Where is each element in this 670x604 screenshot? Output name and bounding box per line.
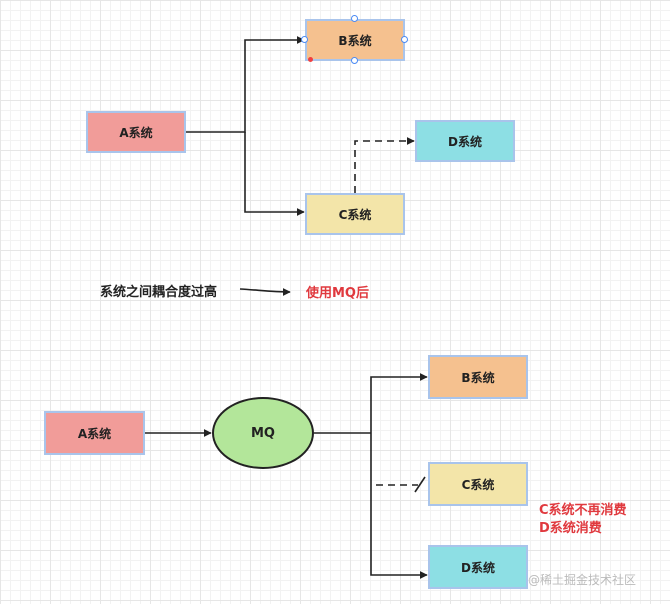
bottom-node-a-label: A系统 <box>77 426 112 441</box>
selection-handle-right[interactable] <box>401 36 408 43</box>
coupling-label: 系统之间耦合度过高 <box>100 285 218 300</box>
mq-node[interactable]: MQ <box>212 397 314 469</box>
after-mq-label: 使用MQ后 <box>306 286 369 301</box>
top-node-c-label: C系统 <box>338 207 372 222</box>
bottom-node-d-label: D系统 <box>461 560 495 575</box>
dashed-arrow-c-to-d <box>354 137 415 193</box>
top-node-c[interactable]: C系统 <box>305 193 405 235</box>
watermark: @稀土掘金技术社区 <box>528 573 637 587</box>
bottom-node-b-label: B系统 <box>461 370 495 385</box>
top-node-d[interactable]: D系统 <box>415 120 515 162</box>
bottom-node-c[interactable]: C系统 <box>428 462 528 506</box>
arrow-coupling-to-mq <box>239 287 291 296</box>
arrow-a-to-c <box>244 132 305 216</box>
mq-node-label: MQ <box>251 425 275 441</box>
note-line-1: C系统不再消费 <box>539 503 627 518</box>
arrow-mq-to-d <box>370 433 428 579</box>
top-node-b-label: B系统 <box>338 33 372 48</box>
bottom-node-c-label: C系统 <box>461 477 495 492</box>
rotate-handle-dot[interactable] <box>308 57 313 62</box>
bottom-node-a[interactable]: A系统 <box>44 411 145 455</box>
cut-mark-c <box>414 476 426 493</box>
arrow-a-to-b <box>186 36 305 133</box>
bottom-node-b[interactable]: B系统 <box>428 355 528 399</box>
note-line-2: D系统消费 <box>539 521 602 536</box>
bottom-node-d[interactable]: D系统 <box>428 545 528 589</box>
selection-handle-left[interactable] <box>301 36 308 43</box>
top-node-a-label: A系统 <box>119 125 153 140</box>
selection-handle-bottom[interactable] <box>351 57 358 64</box>
top-node-a[interactable]: A系统 <box>86 111 186 153</box>
top-node-d-label: D系统 <box>448 134 482 149</box>
selection-handle-top[interactable] <box>351 15 358 22</box>
arrow-mq-to-b <box>370 373 428 433</box>
top-node-b[interactable]: B系统 <box>305 19 405 61</box>
